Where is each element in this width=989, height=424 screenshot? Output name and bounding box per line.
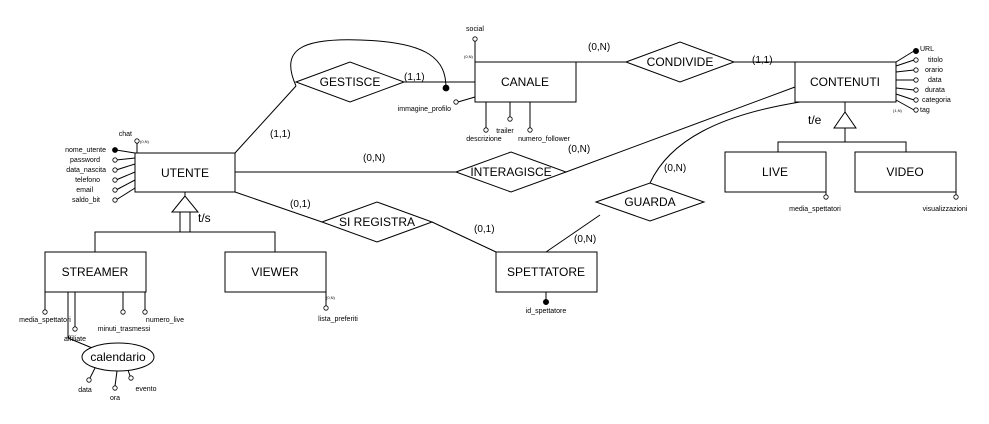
attributes-streamer: media_spettatori affiliate minuti_trasme… — [19, 292, 184, 351]
entity-live-label: LIVE — [762, 165, 788, 179]
entity-contenuti[interactable]: CONTENUTI — [794, 61, 897, 103]
relationship-guarda-label: GUARDA — [624, 195, 675, 209]
attr-cal-data: data — [78, 387, 92, 394]
attr-email: email — [76, 187, 93, 194]
line-siregistra-spettatore — [431, 221, 497, 253]
attributes-spettatore: id_spettatore — [526, 292, 567, 315]
attr-social: social — [466, 26, 484, 33]
attr-trailer: trailer — [496, 128, 514, 135]
entity-live[interactable]: LIVE — [724, 151, 827, 193]
attr-lista-preferiti: lista_preferiti — [318, 316, 358, 323]
gen-contenuti-bar — [777, 141, 907, 152]
attr-chat-card: (0,N) — [140, 139, 150, 144]
attr-lista-preferiti-card: (0,N) — [326, 295, 336, 300]
generalization-arrow-utente — [170, 195, 200, 213]
entity-streamer[interactable]: STREAMER — [44, 251, 147, 293]
attr-nome-utente: nome_utente — [65, 147, 106, 154]
attr-chat: chat — [119, 131, 132, 138]
card-condivide-canale: (0,N) — [588, 42, 610, 53]
attributes-utente: nome_utente password data_nascita telefo… — [65, 131, 149, 204]
attr-social-card: (0,N) — [464, 54, 474, 59]
attr-cal-evento: evento — [135, 386, 156, 393]
gen-utente-bar — [94, 231, 276, 252]
attr-orario: orario — [925, 67, 943, 74]
attributes-canale: social (0,N) immagine_profilo descrizion… — [398, 26, 571, 143]
entity-viewer[interactable]: VIEWER — [224, 251, 327, 293]
relationship-condivide-label: CONDIVIDE — [647, 55, 714, 69]
entity-streamer-label: STREAMER — [62, 265, 129, 279]
line-utente-gestisce — [234, 85, 297, 154]
attr-gestisce-key-dot — [442, 84, 450, 92]
attr-data: data — [928, 77, 942, 84]
attr-titolo: titolo — [928, 57, 943, 64]
calendario-composite[interactable]: calendario — [81, 342, 155, 372]
card-guarda-contenuti: (0,N) — [664, 163, 686, 174]
line-interagisce-contenuti — [565, 86, 796, 173]
generalization-contenuti-label: t/e — [808, 113, 822, 127]
entity-canale[interactable]: CANALE — [474, 61, 577, 103]
entity-canale-label: CANALE — [501, 75, 549, 89]
entity-utente-label: UTENTE — [161, 166, 209, 180]
entity-video[interactable]: VIDEO — [854, 151, 957, 193]
relationship-interagisce[interactable]: INTERAGISCE — [454, 151, 568, 193]
attr-immagine-profilo: immagine_profilo — [398, 106, 451, 113]
attr-data-nascita: data_nascita — [66, 167, 106, 174]
entity-spettatore[interactable]: SPETTATORE — [495, 251, 598, 293]
card-interagisce-utente: (0,N) — [363, 153, 385, 164]
attr-video-visualizzazioni: visualizzazioni — [923, 206, 968, 213]
generalization-arrow-contenuti — [833, 111, 857, 129]
attr-categoria: categoria — [922, 97, 951, 104]
card-interagisce-contenuti: (0,N) — [568, 144, 590, 155]
attr-key-dot — [112, 147, 118, 153]
attr-tag-card: (1,N) — [893, 108, 903, 113]
attr-descrizione: descrizione — [466, 136, 502, 143]
relationship-condivide[interactable]: CONDIVIDE — [624, 41, 736, 83]
relationship-interagisce-label: INTERAGISCE — [470, 165, 551, 179]
relationship-si-registra-label: SI REGISTRA — [339, 215, 415, 229]
attr-numero-live: numero_live — [146, 317, 184, 324]
calendario-label: calendario — [90, 350, 146, 364]
attr-durata: durata — [925, 87, 945, 94]
entity-video-label: VIDEO — [886, 165, 923, 179]
attr-id-spettatore: id_spettatore — [526, 308, 567, 315]
relationship-si-registra[interactable]: SI REGISTRA — [320, 201, 434, 243]
relationship-guarda[interactable]: GUARDA — [594, 182, 706, 222]
relationship-gestisce-label: GESTISCE — [320, 75, 381, 89]
line-guarda-spettatore — [545, 214, 601, 253]
attr-streamer-media-spettatori: media_spettatori — [19, 317, 71, 324]
card-guarda-spettatore: (0,N) — [574, 234, 596, 245]
connection-lines — [94, 39, 907, 253]
attr-password: password — [70, 157, 100, 164]
attributes-live-video: media_spettatori visualizzazioni — [789, 188, 968, 213]
card-registra-utente: (0,1) — [290, 199, 311, 210]
attr-affiliate: affiliate — [64, 336, 86, 343]
attr-live-media-spettatori: media_spettatori — [789, 206, 841, 213]
attr-minuti-trasmessi: minuti_trasmessi — [98, 326, 151, 333]
attr-saldo-bit: saldo_bit — [72, 197, 100, 204]
attr-numero-follower: numero_follower — [518, 136, 570, 143]
card-condivide-contenuti: (1,1) — [752, 55, 773, 66]
attributes-calendario: data ora evento — [78, 367, 157, 402]
entity-spettatore-label: SPETTATORE — [507, 265, 585, 279]
attr-url: URL — [920, 46, 934, 53]
attr-cal-ora: ora — [110, 395, 120, 402]
entity-utente[interactable]: UTENTE — [134, 152, 236, 193]
card-gestisce-utente: (1,1) — [270, 129, 291, 140]
card-gestisce-canale: (1,1) — [404, 72, 425, 83]
line-guarda-contenuti — [649, 101, 801, 184]
attributes-viewer: lista_preferiti (0,N) — [318, 292, 358, 323]
entity-contenuti-label: CONTENUTI — [810, 75, 880, 89]
attributes-contenuti: URL titolo orario data durata categoria … — [893, 46, 951, 114]
attr-tag: tag — [920, 107, 930, 114]
attr-telefono: telefono — [75, 177, 100, 184]
generalization-utente-label: t/s — [198, 211, 211, 225]
relationship-gestisce[interactable]: GESTISCE — [294, 61, 406, 103]
line-gestisce-loop — [290, 39, 447, 89]
line-utente-siregistra — [234, 191, 323, 223]
card-registra-spettatore: (0,1) — [474, 224, 495, 235]
entity-viewer-label: VIEWER — [251, 265, 299, 279]
